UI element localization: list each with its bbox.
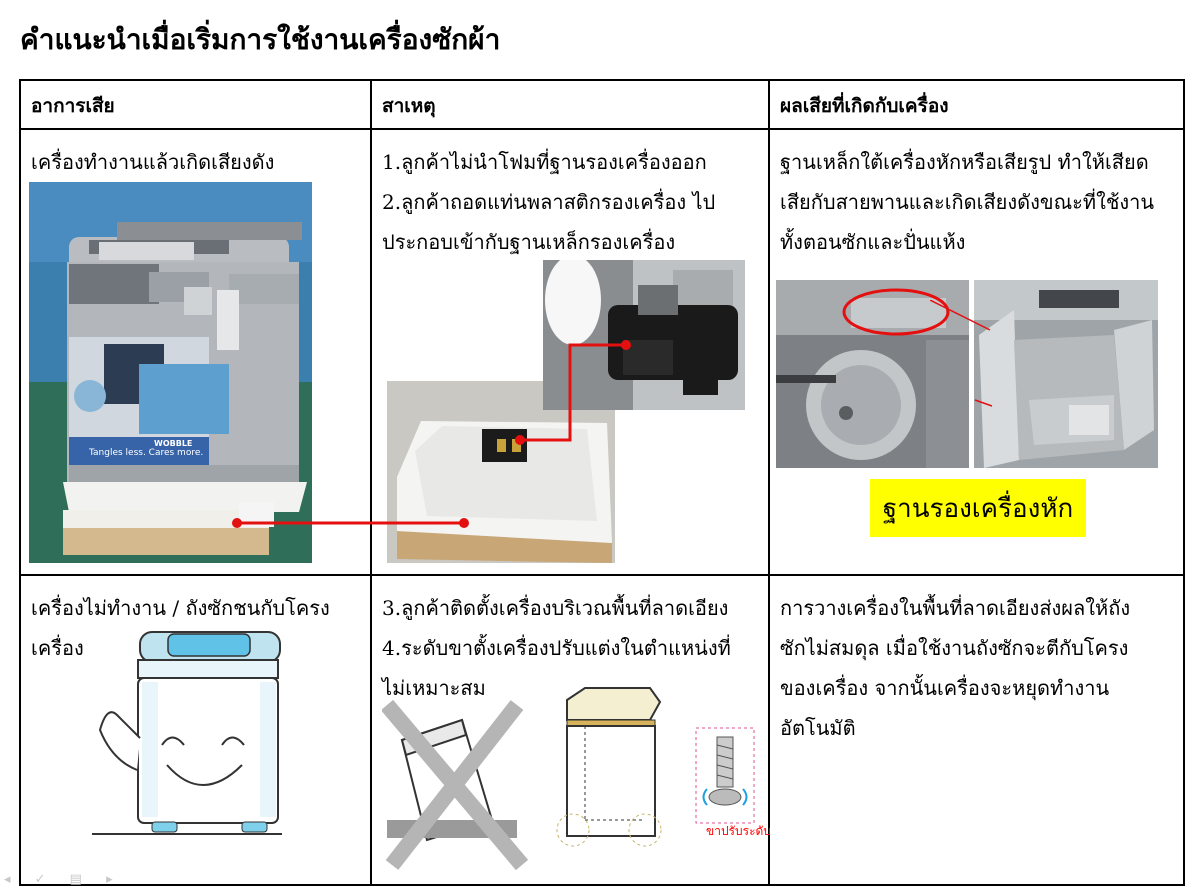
- broken-frame-photo: [974, 280, 1158, 468]
- row2-effect-text: การวางเครื่องในพื้นที่ลาดเอียงส่งผลให้ถั…: [780, 588, 1130, 748]
- foam-base-photo: [387, 381, 615, 563]
- connector-lines-cause: [232, 340, 631, 528]
- header-cell-cause: สาเหตุ: [370, 79, 770, 130]
- header-cell-symptom: อาการเสีย: [19, 79, 372, 130]
- plastic-stand-photo: [543, 260, 745, 410]
- row2-cause-text: 3.ลูกค้าติดตั้งเครื่องบริเวณพื้นที่ลาดเอ…: [382, 588, 731, 708]
- level-machine-illustration: [556, 687, 662, 847]
- row2-effect-cell: การวางเครื่องในพื้นที่ลาดเอียงส่งผลให้ถั…: [768, 574, 1185, 886]
- row1-effect-line: ทั้งตอนซักและปั่นแห้ง: [780, 230, 966, 254]
- row1-effect-text: ฐานเหล็กใต้เครื่องหักหรือเสียรูป ทำให้เส…: [780, 142, 1154, 262]
- row2-cause-line: ไม่เหมาะสม: [382, 676, 486, 700]
- row2-effect-line: ของเครื่อง จากนั้นเครื่องจะหยุดทำงาน: [780, 676, 1110, 700]
- tilted-machine-crossed-illustration: [382, 700, 529, 870]
- connector-line-effect: [930, 300, 993, 407]
- row2-symptom-line: เครื่อง: [31, 636, 84, 660]
- header-effect: ผลเสียที่เกิดกับเครื่อง: [780, 95, 949, 117]
- row1-cause-line: 1.ลูกค้าไม่นำโฟมที่ฐานรองเครื่องออก: [382, 150, 707, 174]
- row1-cause-text: 1.ลูกค้าไม่นำโฟมที่ฐานรองเครื่องออก 2.ลู…: [382, 142, 715, 262]
- header-row: อาการเสีย สาเหตุ ผลเสียที่เกิดกับเครื่อง: [19, 79, 1185, 130]
- row1-effect-line: ฐานเหล็กใต้เครื่องหักหรือเสียรูป ทำให้เส…: [780, 150, 1149, 174]
- row1-effect-line: เสียกับสายพานและเกิดเสียงดังขณะที่ใช้งาน: [780, 190, 1155, 214]
- washing-machine-photo: Tangles less. Cares more. WOBBLE: [29, 182, 312, 563]
- slide-nav-icons[interactable]: ◂ ✓ ▤ ▸: [4, 872, 123, 887]
- row2-symptom-line: เครื่องไม่ทำงาน / ถังซักชนกับโครง: [31, 596, 330, 620]
- header-cause: สาเหตุ: [382, 95, 436, 117]
- row1-cause-line: ประกอบเข้ากับฐานเหล็กรองเครื่อง: [382, 230, 676, 254]
- leg-label: ขาปรับระดับ: [706, 824, 771, 838]
- row2-effect-line: ซักไม่สมดุล เมื่อใช้งานถังซักจะตีกับโครง: [780, 636, 1129, 660]
- row2-cause-line: 4.ระดับขาตั้งเครื่องปรับแต่งในตำแหน่งที่: [382, 636, 731, 660]
- row1-symptom: เครื่องทำงานแล้วเกิดเสียงดัง: [31, 150, 275, 174]
- metal-base-photo: [776, 280, 969, 468]
- page-title: คำแนะนำเมื่อเริ่มการใช้งานเครื่องซักผ้า: [20, 23, 501, 56]
- row2-effect-line: การวางเครื่องในพื้นที่ลาดเอียงส่งผลให้ถั…: [780, 596, 1131, 620]
- highlight-circle: [842, 288, 950, 336]
- machine-slogan: Tangles less. Cares more.: [88, 448, 203, 458]
- leveling-leg-icon: [695, 727, 755, 824]
- cartoon-machine-illustration: [92, 631, 282, 835]
- header-symptom: อาการเสีย: [31, 95, 115, 117]
- header-cell-effect: ผลเสียที่เกิดกับเครื่อง: [768, 79, 1185, 130]
- row1-cause-line: 2.ลูกค้าถอดแท่นพลาสติกรองเครื่อง ไป: [382, 190, 716, 214]
- machine-brand: WOBBLE: [154, 439, 192, 448]
- row2-cause-line: 3.ลูกค้าติดตั้งเครื่องบริเวณพื้นที่ลาดเอ…: [382, 596, 729, 620]
- row2-effect-line: อัตโนมัติ: [780, 716, 856, 740]
- row2-symptom-text: เครื่องไม่ทำงาน / ถังซักชนกับโครง เครื่อ…: [31, 588, 330, 668]
- highlight-label-box: ฐานรองเครื่องหัก: [870, 479, 1086, 537]
